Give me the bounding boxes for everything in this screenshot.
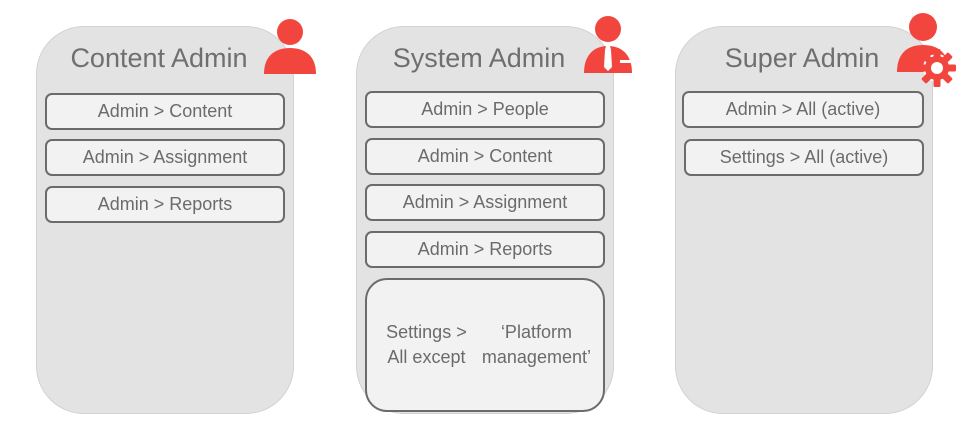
role-title: Super Admin — [724, 43, 880, 73]
permission-item: Admin > Reports — [365, 231, 605, 268]
permission-item: Admin > All (active) — [682, 91, 924, 128]
role-card-system-admin: System Admin Admin > People Admin > Cont… — [356, 26, 614, 414]
role-title: Content Admin — [70, 43, 248, 73]
role-title: System Admin — [392, 43, 566, 73]
permission-item: Settings > All (active) — [684, 139, 924, 176]
permission-item: Admin > Assignment — [45, 139, 285, 176]
permission-item: Admin > Content — [45, 93, 285, 130]
user-icon — [264, 19, 316, 74]
user-gear-icon — [897, 13, 956, 87]
permission-item-settings: Settings > All except ‘Platform manageme… — [365, 278, 605, 412]
role-card-content-admin: Content Admin Admin > Content Admin > As… — [36, 26, 294, 414]
user-tie-icon — [584, 16, 634, 73]
permission-item: Admin > People — [365, 91, 605, 128]
permission-line: ‘Platform management’ — [481, 322, 591, 367]
permission-line: Settings > All except — [386, 322, 467, 367]
permission-item: Admin > Reports — [45, 186, 285, 223]
permission-item: Admin > Assignment — [365, 184, 605, 221]
permission-item: Admin > Content — [365, 138, 605, 175]
role-card-super-admin: Super Admin Admin > All (active) Setting… — [675, 26, 933, 414]
